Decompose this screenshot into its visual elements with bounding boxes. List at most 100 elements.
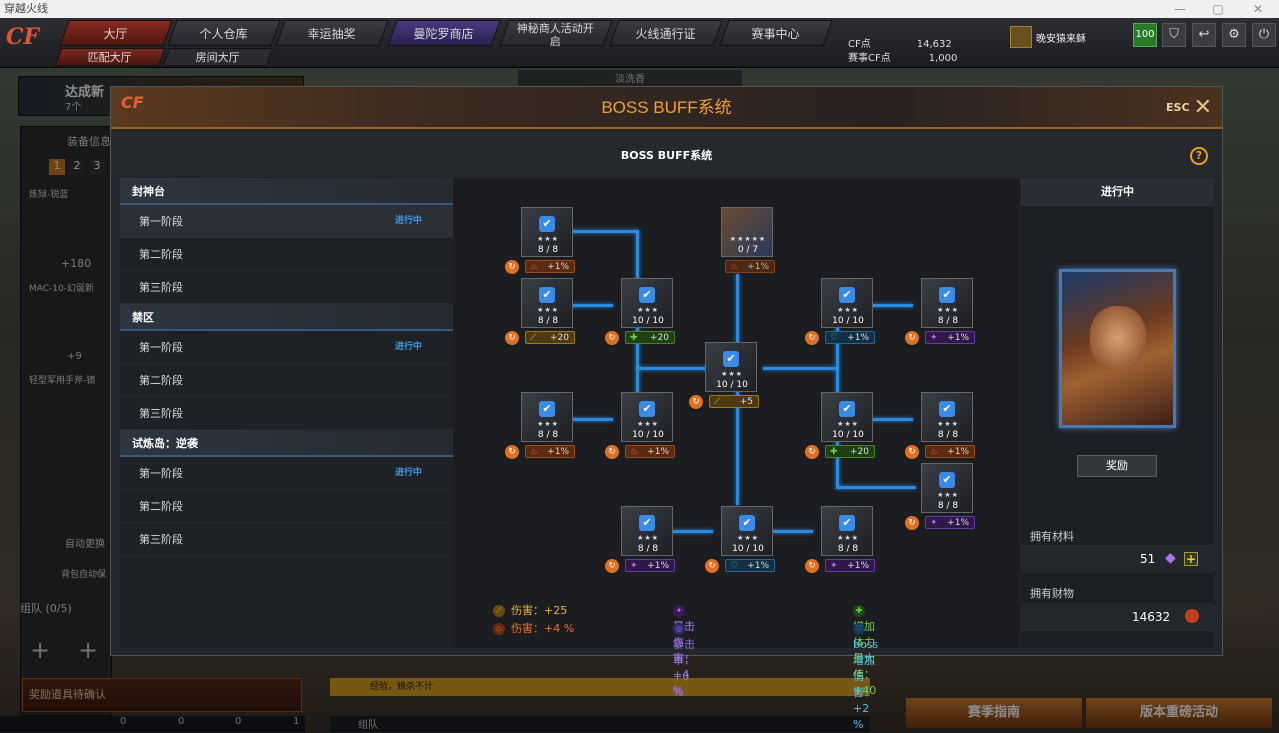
tab-pass[interactable]: 火线通行证 bbox=[609, 20, 723, 46]
power-icon[interactable]: ⏻ bbox=[1252, 23, 1276, 47]
tree-connector bbox=[636, 230, 639, 280]
buff-node[interactable]: ✔★★★10 / 10↻✚+20 bbox=[805, 392, 885, 459]
back-icon[interactable]: ↩ bbox=[1192, 23, 1216, 47]
buff-badge: ✚+20 bbox=[825, 445, 875, 458]
buff-badge: ✦+1% bbox=[825, 559, 875, 572]
buff-node[interactable]: ✔★★★8 / 8↻♨+1% bbox=[505, 392, 585, 459]
refresh-icon[interactable]: ↻ bbox=[605, 331, 619, 345]
top-navigation: CF 大厅 个人仓库 幸运抽奖 曼陀罗商店 神秘商人活动开启 火线通行证 赛事中… bbox=[0, 18, 1279, 68]
buff-node[interactable]: ✔★★★8 / 8↻✦+1% bbox=[605, 506, 685, 573]
checkmark-icon: ✔ bbox=[723, 351, 739, 367]
refresh-icon[interactable]: ↻ bbox=[505, 331, 519, 345]
buff-node[interactable]: ✔★★★8 / 8↻♨+1% bbox=[505, 207, 585, 274]
buff-badge: ✚+20 bbox=[625, 331, 675, 344]
buff-node[interactable]: ✔★★★8 / 8↻♨+1% bbox=[905, 392, 985, 459]
buff-badge: ⟋+5 bbox=[709, 395, 759, 408]
close-icon[interactable]: ✕ bbox=[1193, 95, 1212, 120]
refresh-icon[interactable]: ↻ bbox=[905, 445, 919, 459]
stage-item[interactable]: 第二阶段 bbox=[120, 238, 453, 271]
team-bar: 组队 bbox=[330, 716, 870, 732]
reward-button[interactable]: 奖励 bbox=[1077, 455, 1157, 477]
stage-item[interactable]: 第二阶段 bbox=[120, 364, 453, 397]
tree-connector bbox=[763, 530, 813, 533]
fire-icon: ♨ bbox=[630, 447, 639, 457]
buff-node[interactable]: ✔★★★8 / 8↻✦+1% bbox=[905, 278, 985, 345]
buff-node[interactable]: ✔★★★10 / 10↻♨+1% bbox=[605, 392, 685, 459]
slot-1[interactable]: 1 bbox=[49, 159, 65, 175]
refresh-icon[interactable]: ↻ bbox=[605, 445, 619, 459]
add-material-icon[interactable]: + bbox=[1184, 552, 1198, 566]
buff-node[interactable]: ✔★★★10 / 10↻⟋+5 bbox=[689, 342, 769, 409]
stage-item[interactable]: 第一阶段进行中 bbox=[120, 457, 453, 490]
modal-subheader bbox=[111, 131, 1222, 175]
stage-item[interactable]: 第三阶段 bbox=[120, 397, 453, 430]
slot-2[interactable]: 2 bbox=[69, 159, 85, 175]
checkmark-icon: ✔ bbox=[839, 401, 855, 417]
refresh-icon[interactable]: ↻ bbox=[705, 559, 719, 573]
buff-node[interactable]: ✔★★★10 / 10↻♡+1% bbox=[805, 278, 885, 345]
refresh-icon[interactable]: ↻ bbox=[505, 445, 519, 459]
category-header[interactable]: 禁区 bbox=[120, 304, 453, 331]
refresh-icon[interactable]: ↻ bbox=[505, 260, 519, 274]
refresh-icon[interactable]: ↻ bbox=[605, 559, 619, 573]
buff-node[interactable]: ✔★★★8 / 8↻✦+1% bbox=[905, 463, 985, 530]
auto-change-button[interactable]: 自动更换 bbox=[65, 539, 105, 550]
crit-damage-icon: ✦ bbox=[630, 561, 638, 571]
add-teammate-icon[interactable]: + bbox=[30, 636, 51, 664]
crit-damage-icon: ✦ bbox=[930, 333, 938, 343]
summary-damage: ⟋伤害：+25 bbox=[493, 603, 567, 619]
version-event-button[interactable]: 版本重磅活动 bbox=[1086, 698, 1272, 728]
stage-item[interactable]: 第一阶段进行中 bbox=[120, 331, 453, 364]
refresh-icon[interactable]: ↻ bbox=[805, 445, 819, 459]
tree-connector bbox=[636, 328, 639, 438]
reward-pending-bar[interactable]: 奖励道具待确认 bbox=[22, 678, 302, 712]
add-teammate-icon-2[interactable]: + bbox=[78, 636, 99, 664]
subtab-match[interactable]: 匹配大厅 bbox=[54, 48, 166, 66]
tab-lobby[interactable]: 大厅 bbox=[59, 20, 173, 46]
buff-node[interactable]: ★★★★★0 / 7♨+1% bbox=[705, 207, 785, 273]
search-bar[interactable]: 淡洗香 bbox=[518, 70, 742, 90]
slot-3[interactable]: 3 bbox=[89, 159, 105, 175]
refresh-icon[interactable]: ↻ bbox=[805, 331, 819, 345]
category-header[interactable]: 试炼岛：逆袭 bbox=[120, 430, 453, 457]
buff-node[interactable]: ✔★★★10 / 10↻♡+1% bbox=[705, 506, 785, 573]
buff-badge: ♨+1% bbox=[725, 260, 775, 273]
buff-badge: ♨+1% bbox=[525, 445, 575, 458]
tab-merchant[interactable]: 神秘商人活动开启 bbox=[499, 20, 613, 48]
tab-events[interactable]: 赛事中心 bbox=[719, 20, 833, 46]
cf-coin-icon bbox=[1185, 609, 1199, 623]
buff-node[interactable]: ✔★★★10 / 10↻✚+20 bbox=[605, 278, 685, 345]
damage-icon: ⟋ bbox=[493, 605, 505, 617]
stage-item[interactable]: 第一阶段进行中 bbox=[120, 205, 453, 238]
esc-close-button[interactable]: ESC✕ bbox=[1166, 95, 1212, 120]
checkmark-icon: ✔ bbox=[639, 287, 655, 303]
buff-node[interactable]: ✔★★★8 / 8↻⟋+20 bbox=[505, 278, 585, 345]
maximize-icon[interactable]: ▢ bbox=[1212, 2, 1224, 16]
subtab-room[interactable]: 房间大厅 bbox=[162, 48, 274, 66]
refresh-icon[interactable]: ↻ bbox=[805, 559, 819, 573]
tab-lottery[interactable]: 幸运抽奖 bbox=[275, 20, 389, 46]
category-header[interactable]: 封神台 bbox=[120, 178, 453, 205]
crit-damage-icon: ✦ bbox=[673, 605, 685, 617]
help-icon[interactable]: ? bbox=[1190, 147, 1208, 165]
tab-warehouse[interactable]: 个人仓库 bbox=[167, 20, 281, 46]
refresh-icon[interactable]: ↻ bbox=[689, 395, 703, 409]
refresh-icon[interactable]: ↻ bbox=[905, 516, 919, 530]
tab-shop[interactable]: 曼陀罗商店 bbox=[387, 20, 501, 46]
stage-item[interactable]: 第三阶段 bbox=[120, 271, 453, 304]
stage-item[interactable]: 第三阶段 bbox=[120, 523, 453, 556]
buff-badge: ♡+1% bbox=[825, 331, 875, 344]
tree-connector bbox=[836, 328, 839, 438]
player-avatar[interactable] bbox=[1010, 26, 1032, 48]
tree-connector bbox=[663, 530, 713, 533]
team-label: 组队 (0/5) bbox=[20, 602, 72, 615]
stage-item[interactable]: 第二阶段 bbox=[120, 490, 453, 523]
minimize-icon[interactable]: — bbox=[1174, 2, 1186, 16]
season-guide-button[interactable]: 赛季指南 bbox=[906, 698, 1082, 728]
rank-icon[interactable]: ⛉ bbox=[1162, 23, 1186, 47]
close-window-icon[interactable]: ✕ bbox=[1252, 2, 1264, 16]
gear-icon[interactable]: ⚙ bbox=[1222, 23, 1246, 47]
window-titlebar: 穿越火线 — ▢ ✕ bbox=[0, 0, 1279, 18]
buff-node[interactable]: ✔★★★8 / 8↻✦+1% bbox=[805, 506, 885, 573]
refresh-icon[interactable]: ↻ bbox=[905, 331, 919, 345]
